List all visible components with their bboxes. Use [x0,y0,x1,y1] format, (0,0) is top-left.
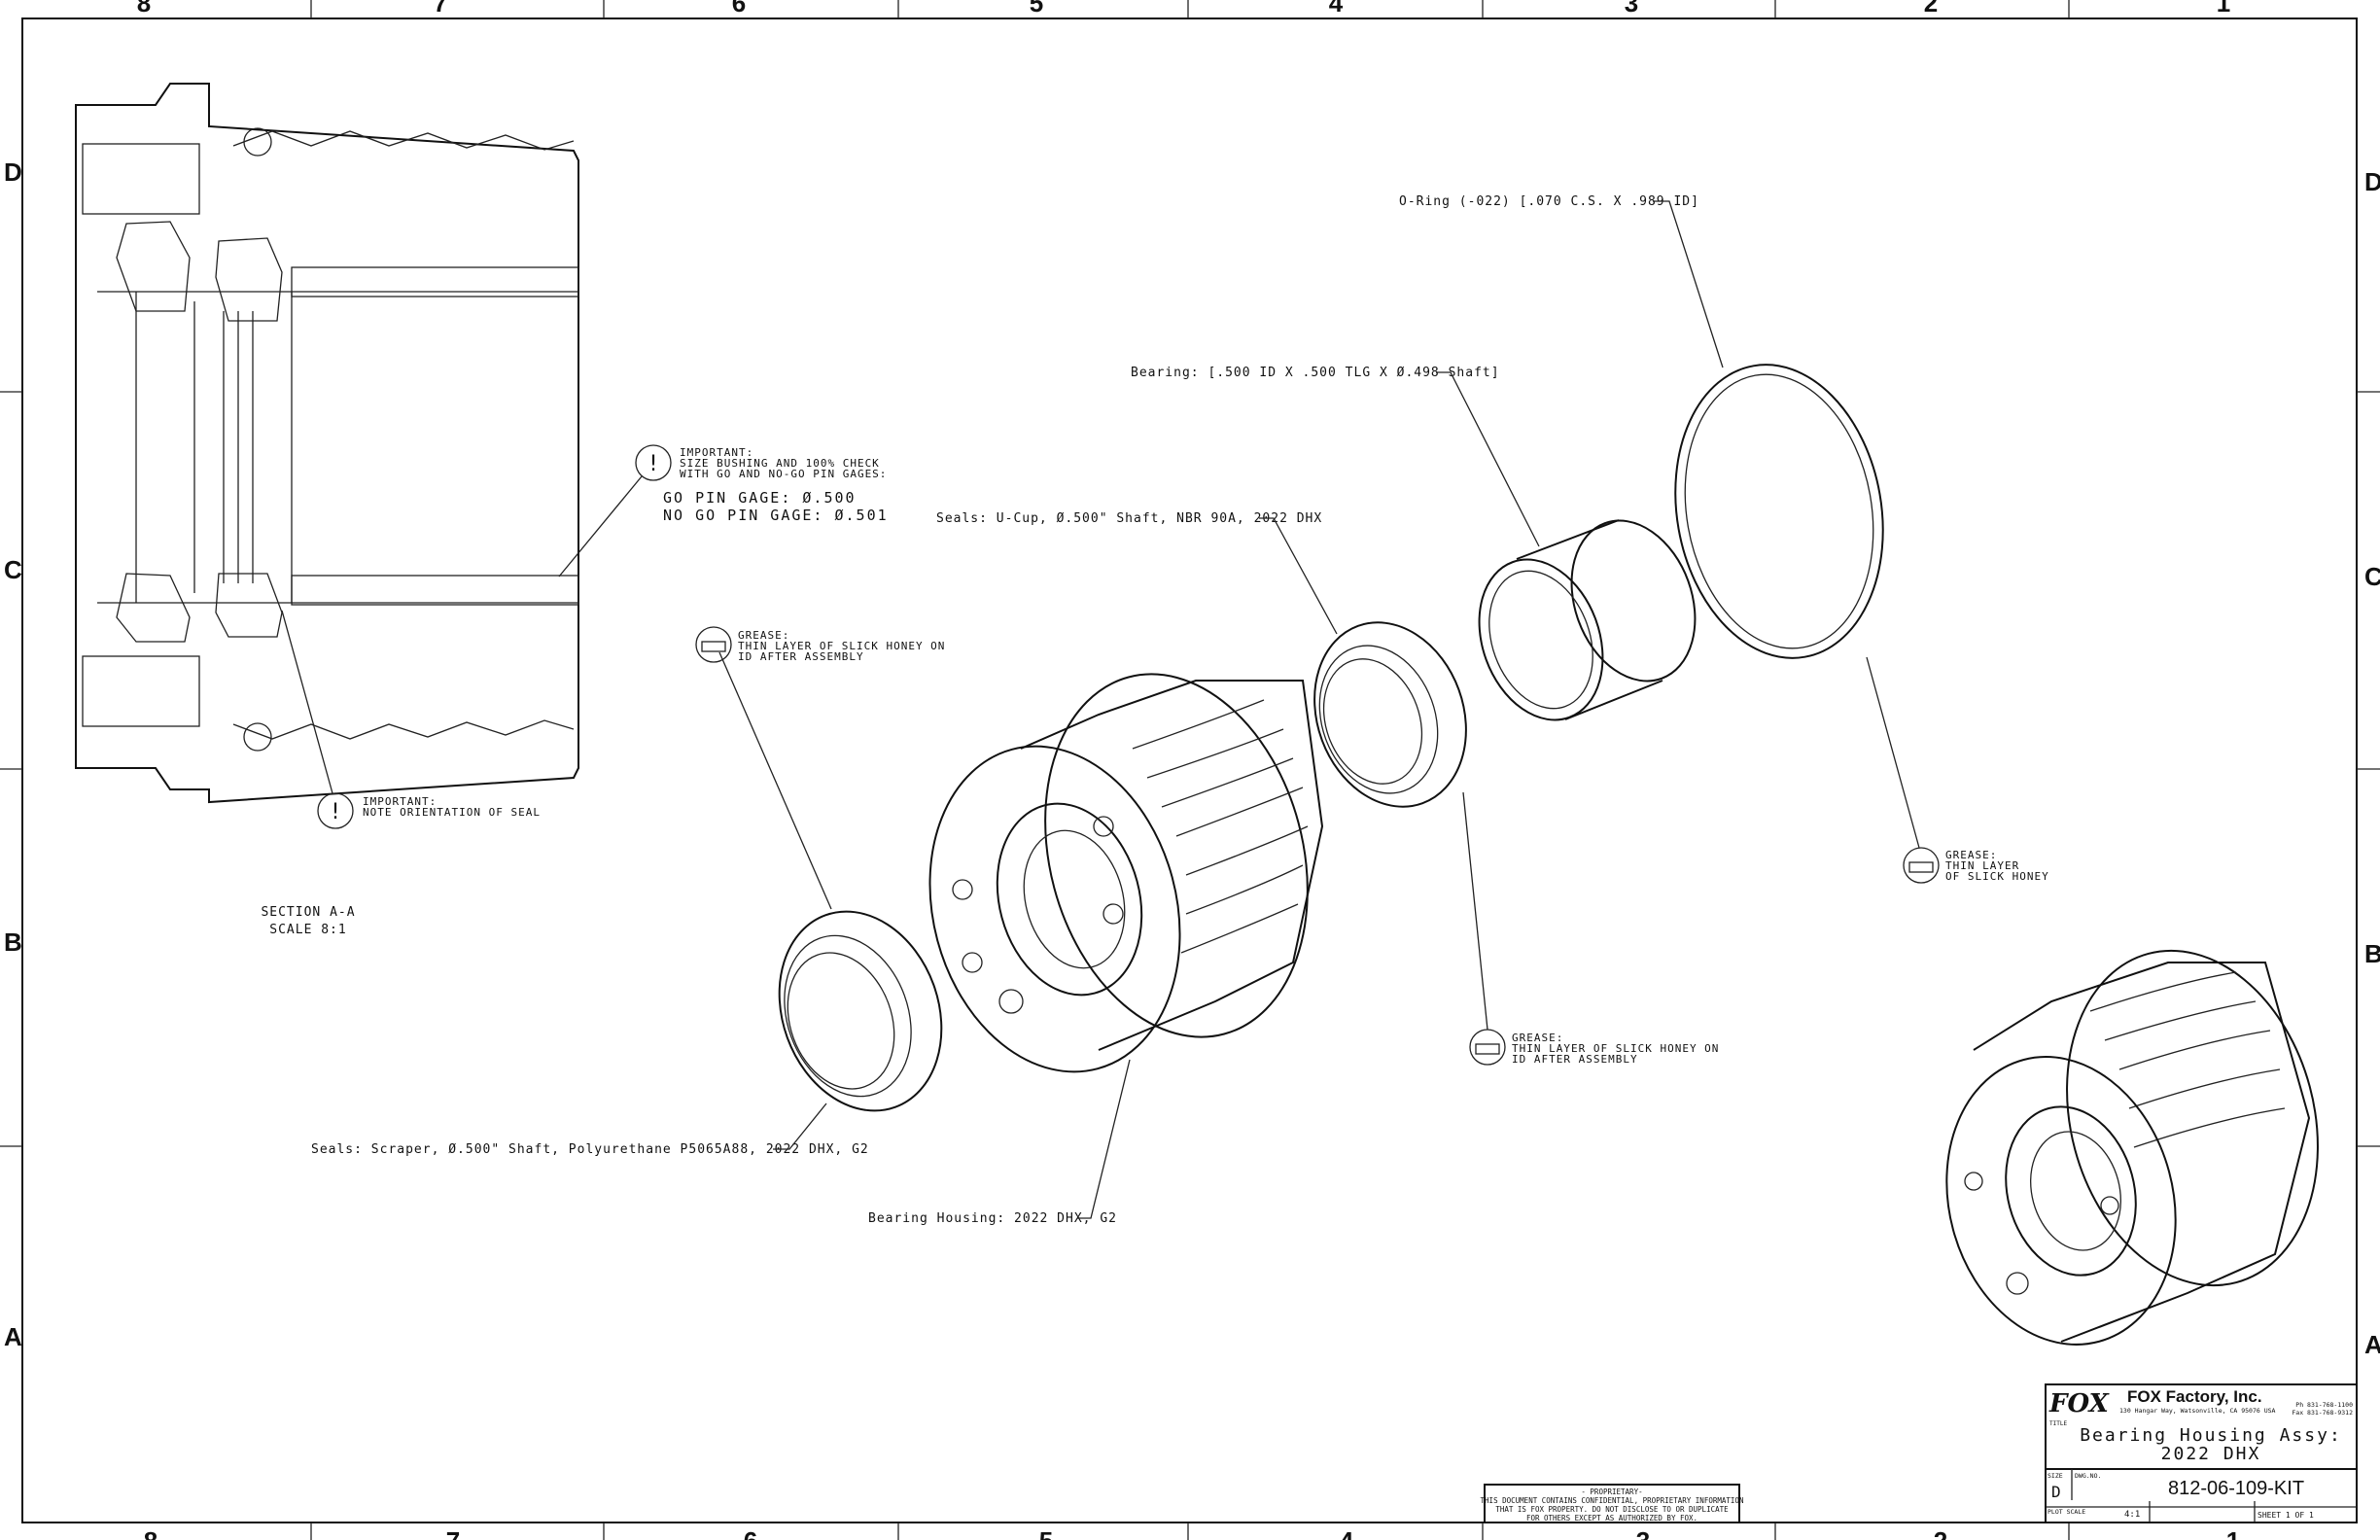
title-block: FOX FOX Factory, Inc. 130 Hangar Way, Wa… [2045,1383,2358,1523]
ucup-callout: Seals: U-Cup, Ø.500" Shaft, NBR 90A, 202… [936,511,1338,635]
section-title: SECTION A-A [261,905,355,920]
scraper-callout: Seals: Scraper, Ø.500" Shaft, Polyuretha… [311,1102,869,1157]
oring-callout: O-Ring (-022) [.070 C.S. X .989 ID] [1399,194,1724,368]
zone-col-2-bottom: 2 [1934,1526,1947,1540]
oring-label: O-Ring (-022) [.070 C.S. X .989 ID] [1399,194,1699,209]
zone-row-a: A [4,1322,22,1351]
section-view: SECTION A-A SCALE 8:1 [75,83,579,937]
company-fax: Fax 831-768-9312 [2292,1409,2353,1417]
company-phone: Ph 831-768-1100 [2295,1401,2353,1409]
grease-note-scraper: GREASE: THIN LAYER OF SLICK HONEY ON ID … [695,626,945,910]
company-name: FOX Factory, Inc. [2127,1387,2262,1406]
oring-part [1674,364,1884,659]
note-line: ID AFTER ASSEMBLY [738,650,864,663]
scraper-label: Seals: Scraper, Ø.500" Shaft, Polyuretha… [311,1142,869,1157]
grease-note-oring: GREASE: THIN LAYER OF SLICK HONEY [1866,656,2049,884]
proprietary-line: - PROPRIETARY- [1581,1488,1642,1496]
zone-row-a-right: A [2364,1330,2380,1359]
ucup-seal-part [1313,621,1467,808]
warning-icon [317,792,354,829]
note-line: ID AFTER ASSEMBLY [1512,1053,1638,1066]
proprietary-line: THIS DOCUMENT CONTAINS CONFIDENTIAL, PRO… [1481,1496,1744,1505]
assembled-housing-view [1945,949,2319,1346]
important-gage-note: ! IMPORTANT: SIZE BUSHING AND 100% CHECK… [558,444,889,578]
zone-row-c: C [4,555,22,584]
scraper-seal-part [778,910,943,1112]
grease-icon [1908,861,1934,873]
note-line: GREASE: [1945,849,1997,861]
note-line: SIZE BUSHING AND 100% CHECK [680,457,880,470]
zone-col-8: 8 [137,0,151,18]
zone-row-b: B [4,928,22,957]
svg-text:!: ! [329,800,341,824]
proprietary-line: THAT IS FOX PROPERTY. DO NOT DISCLOSE TO… [1495,1505,1729,1514]
zone-col-4: 4 [1329,0,1344,18]
warning-icon [635,444,672,481]
dwg-no-value: 812-06-109-KIT [2168,1478,2304,1499]
zone-row-d-right: D [2364,167,2380,196]
zone-row-d: D [4,158,22,187]
housing-callout: Bearing Housing: 2022 DHX, G2 [868,1059,1131,1226]
zone-col-7-bottom: 7 [446,1526,460,1540]
size-value: D [2051,1483,2061,1501]
note-line: OF SLICK HONEY [1945,870,2049,883]
zone-col-6-bottom: 6 [744,1526,757,1540]
section-scale: SCALE 8:1 [269,923,346,937]
grease-icon [1475,1043,1500,1055]
fox-logo: FOX [2048,1389,2111,1418]
sheet-number: SHEET 1 OF 1 [2258,1511,2314,1520]
proprietary-notice: - PROPRIETARY- THIS DOCUMENT CONTAINS CO… [1481,1484,1744,1523]
note-line: GREASE: [1512,1032,1563,1044]
note-line: THIN LAYER [1945,859,2019,872]
note-line: WITH GO AND NO-GO PIN GAGES: [680,468,887,480]
title-label: TITLE [2049,1420,2067,1427]
bearing-callout: Bearing: [.500 ID X .500 TLG X Ø.498 Sha… [1131,366,1540,547]
note-line: GREASE: [738,629,789,642]
zone-col-1-bottom: 1 [2226,1526,2240,1540]
grease-icon [701,641,726,652]
housing-label: Bearing Housing: 2022 DHX, G2 [868,1211,1117,1226]
zone-col-7: 7 [434,0,447,18]
drawing-subtitle: 2022 DHX [2161,1444,2261,1464]
important-seal-note: ! IMPORTANT: NOTE ORIENTATION OF SEAL [281,610,541,829]
plot-scale-value: 4:1 [2124,1510,2140,1520]
note-line: THIN LAYER OF SLICK HONEY ON [738,640,945,652]
bearing-label: Bearing: [.500 ID X .500 TLG X Ø.498 Sha… [1131,366,1500,380]
zone-col-2: 2 [1924,0,1938,18]
zone-col-6: 6 [732,0,746,18]
zone-col-8-bottom: 8 [144,1526,158,1540]
note-line: IMPORTANT: [363,795,437,808]
note-line: IMPORTANT: [680,446,753,459]
zone-col-5: 5 [1030,0,1043,18]
bearing-housing-part [928,673,1324,1073]
svg-text:!: ! [647,452,659,476]
company-address: 130 Hangar Way, Watsonville, CA 95076 US… [2119,1407,2276,1415]
zone-col-3-bottom: 3 [1636,1526,1650,1540]
bearing-part [1478,519,1697,721]
plot-scale-label: PLOT SCALE [2048,1508,2085,1516]
grease-note-ucup: GREASE: THIN LAYER OF SLICK HONEY ON ID … [1462,791,1719,1066]
note-line: THIN LAYER OF SLICK HONEY ON [1512,1042,1719,1055]
dwg-no-label: DWG.NO. [2075,1472,2101,1480]
size-label: SIZE [2048,1472,2063,1480]
zone-col-3: 3 [1625,0,1638,18]
proprietary-line: FOR OTHERS EXCEPT AS AUTHORIZED BY FOX. [1526,1514,1698,1522]
note-line: NOTE ORIENTATION OF SEAL [363,806,541,819]
drawing-title: Bearing Housing Assy: [2080,1425,2342,1446]
nogo-pin-gage: NO GO PIN GAGE: Ø.501 [663,507,889,524]
zone-col-4-bottom: 4 [1340,1526,1354,1540]
zone-col-5-bottom: 5 [1039,1526,1053,1540]
zone-col-1: 1 [2217,0,2230,18]
ucup-label: Seals: U-Cup, Ø.500" Shaft, NBR 90A, 202… [936,511,1322,526]
zone-row-c-right: C [2364,562,2380,591]
go-pin-gage: GO PIN GAGE: Ø.500 [663,489,857,507]
zone-row-b-right: B [2364,939,2380,968]
